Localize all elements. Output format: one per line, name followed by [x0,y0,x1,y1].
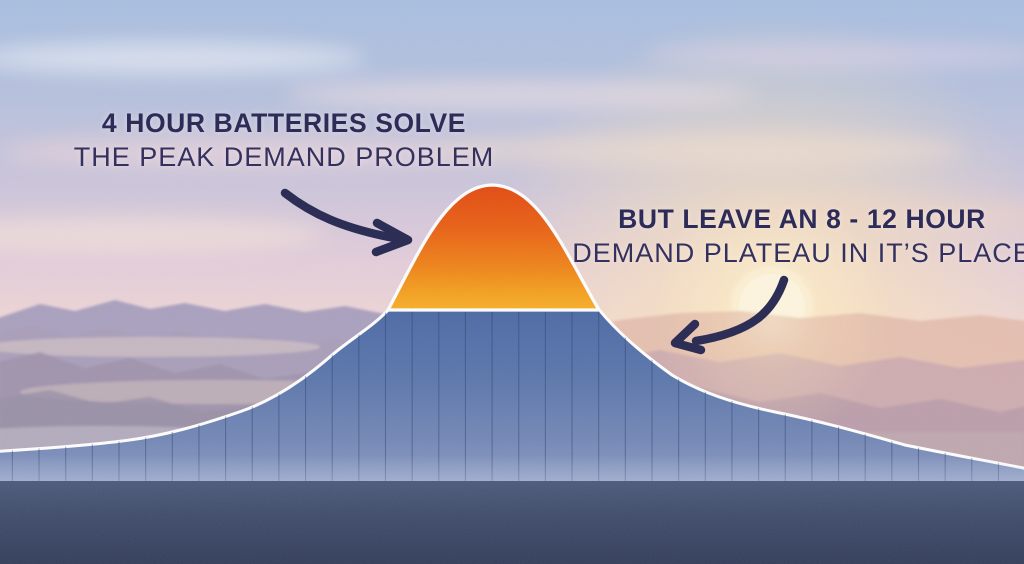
caption-plateau: BUT LEAVE AN 8 - 12 HOUR DEMAND PLATEAU … [572,203,1024,270]
caption-peak: 4 HOUR BATTERIES SOLVE THE PEAK DEMAND P… [74,107,495,174]
plateau-arrow-icon [670,275,789,355]
caption-plateau-line2: DEMAND PLATEAU IN IT’S PLACE [572,238,1024,268]
caption-plateau-line1: BUT LEAVE AN 8 - 12 HOUR [618,204,986,234]
peak-arrow-icon [280,188,413,257]
caption-peak-line2: THE PEAK DEMAND PROBLEM [73,142,495,172]
caption-peak-line1: 4 HOUR BATTERIES SOLVE [101,108,467,138]
